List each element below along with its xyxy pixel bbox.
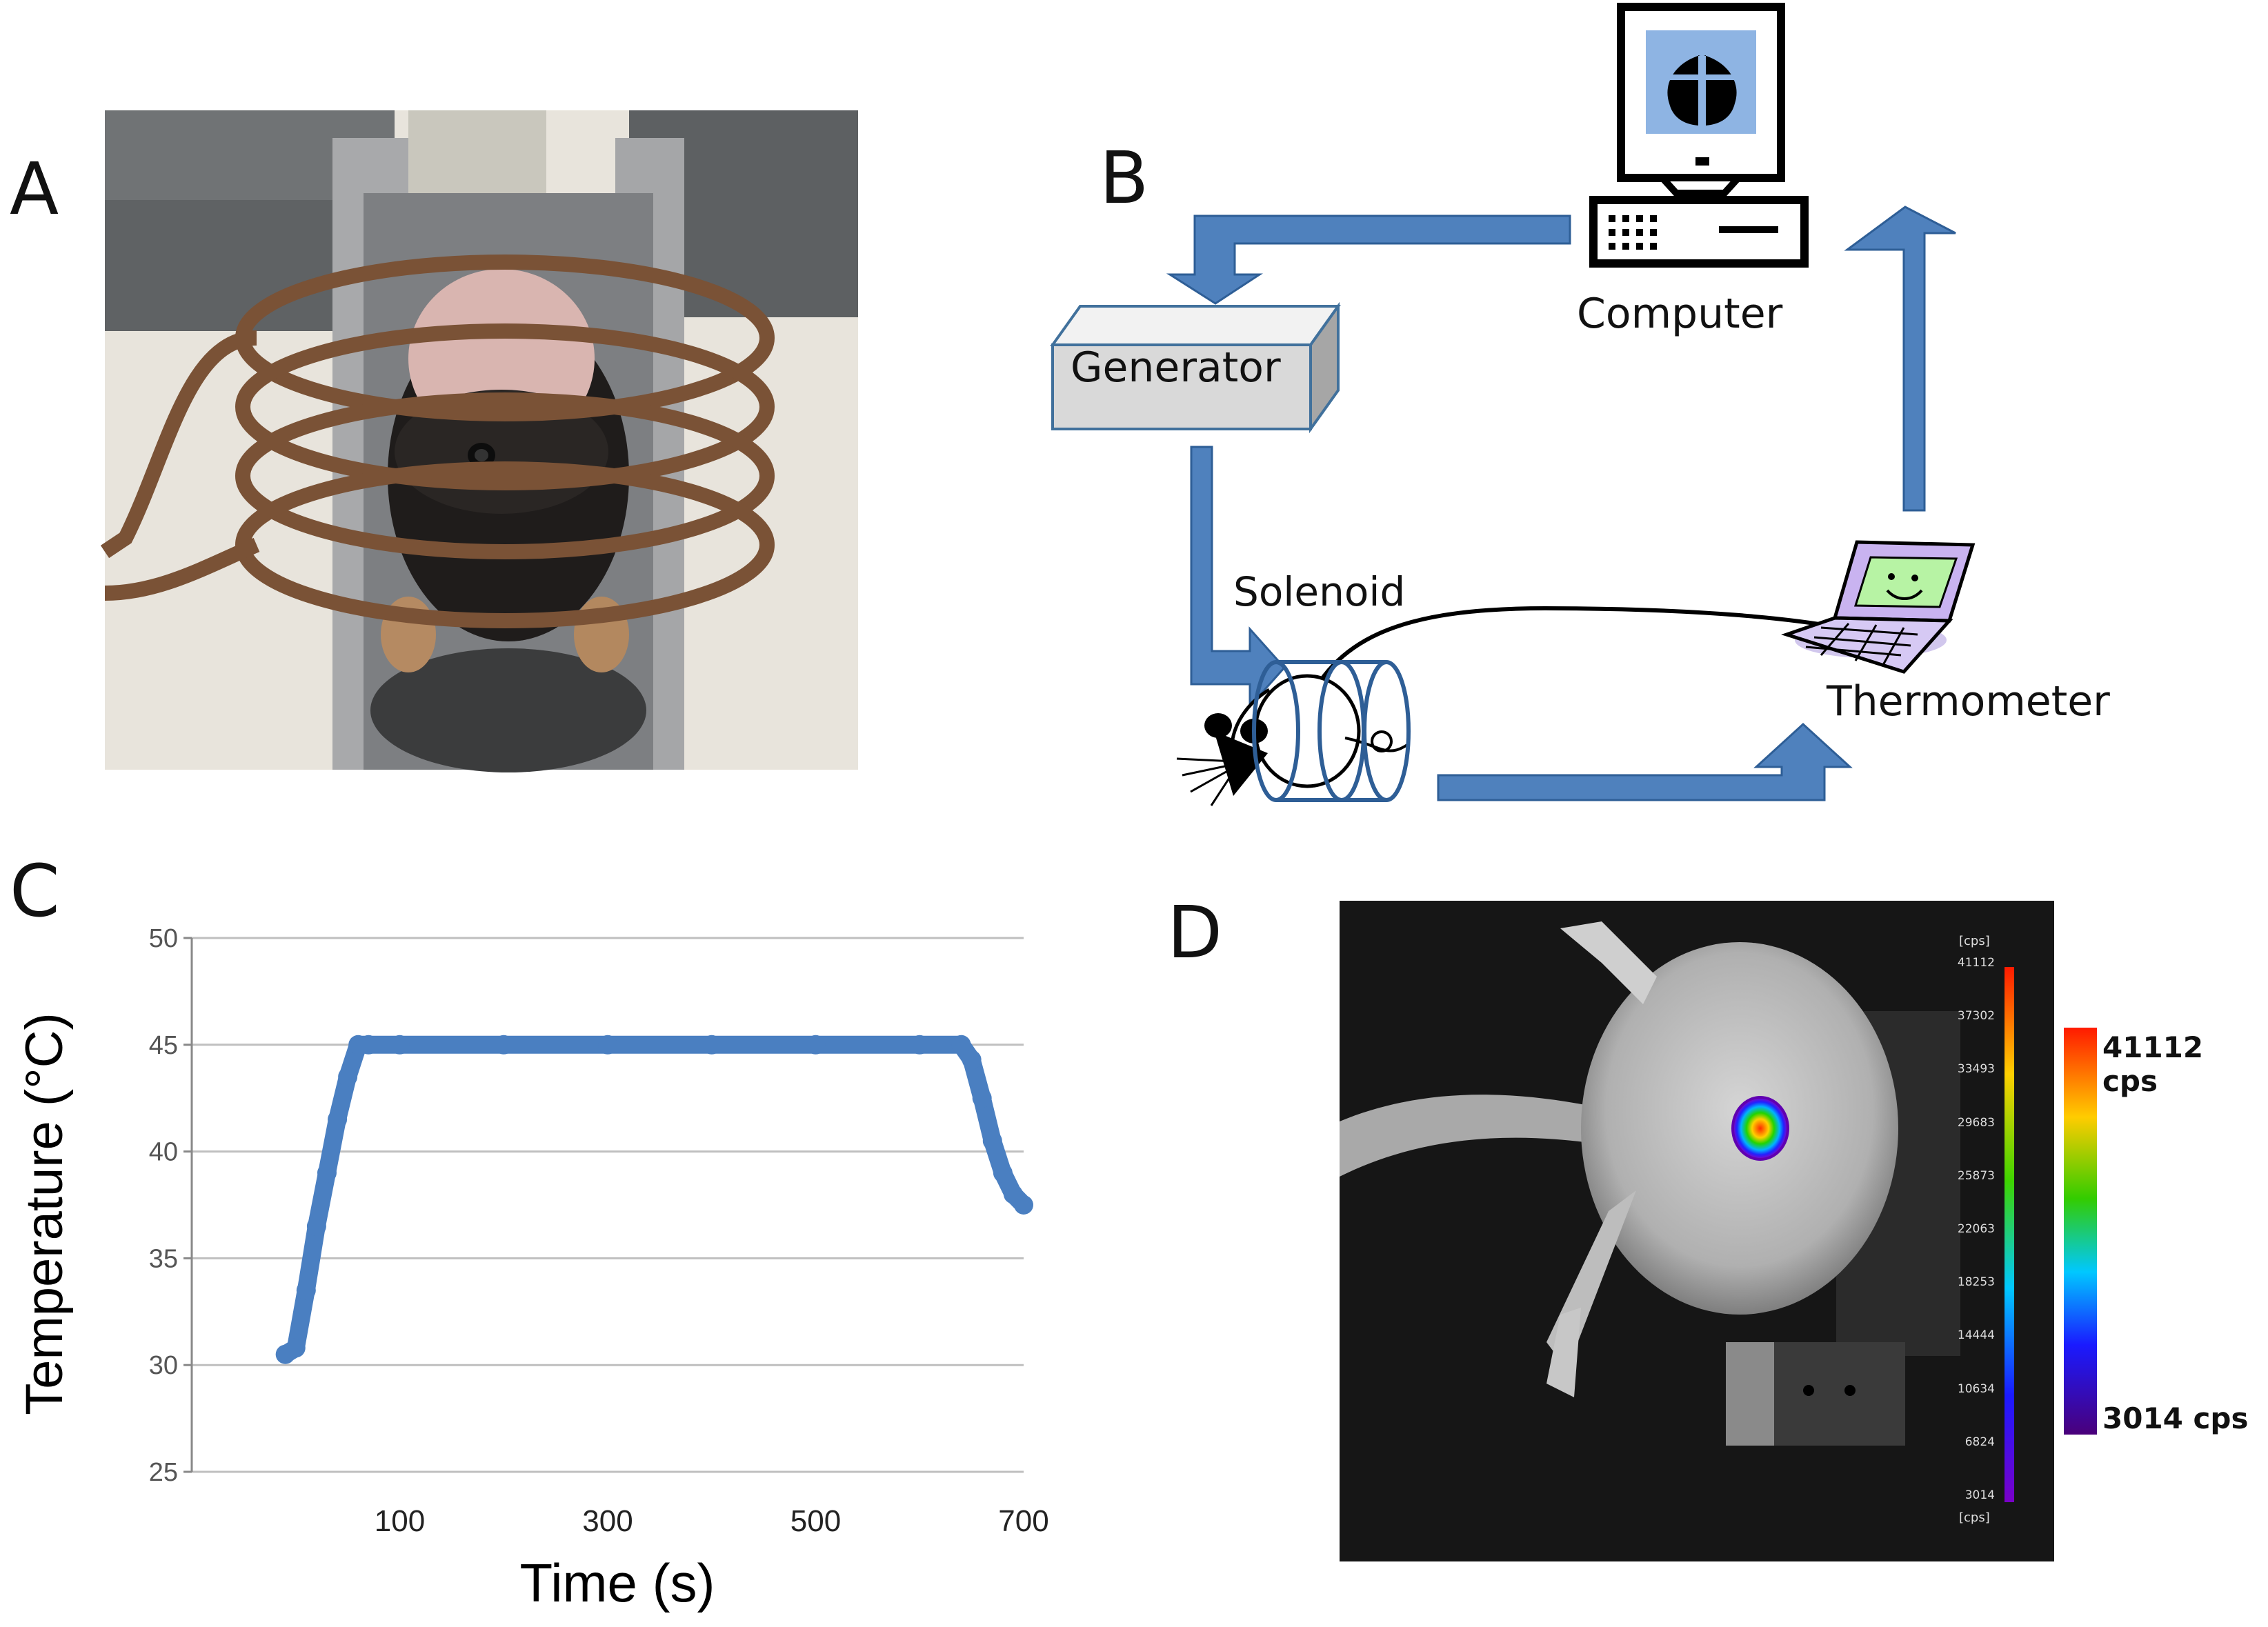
panel-a-label: A bbox=[10, 147, 59, 231]
flow-arrows bbox=[1166, 206, 1956, 801]
inner-scale-unit-bottom: [cps] bbox=[1959, 1510, 1990, 1525]
panel-d-label: D bbox=[1167, 890, 1223, 975]
chart-data-point bbox=[390, 1035, 410, 1055]
chart-x-tick-label: 100 bbox=[375, 1504, 425, 1538]
panel-a-photo bbox=[100, 110, 858, 772]
chart-y-tick-label: 50 bbox=[149, 924, 178, 953]
computer-to-generator-arrow bbox=[1166, 214, 1571, 305]
inner-scale-tick-label: 10634 bbox=[1957, 1381, 1995, 1396]
chart-data-point bbox=[494, 1035, 514, 1055]
generator-to-solenoid-arrow bbox=[1190, 446, 1286, 709]
inner-color-scale bbox=[2005, 967, 2014, 1502]
chart-data-point bbox=[910, 1035, 930, 1055]
inner-scale-tick-label: 33493 bbox=[1957, 1062, 1995, 1077]
chart-y-label: Temperature (°C) bbox=[15, 1012, 74, 1415]
chart-y-tick-label: 35 bbox=[149, 1244, 178, 1273]
chart-y-ticks: 25 30 35 40 45 50 bbox=[149, 924, 192, 1487]
chart-data-point bbox=[317, 1163, 337, 1183]
chart-x-ticks: 100 300 500 700 bbox=[375, 1504, 1049, 1538]
inner-scale-tick-label: 3014 bbox=[1964, 1488, 1995, 1502]
chart-x-tick-label: 500 bbox=[790, 1504, 841, 1538]
scale-max-label: 41112 cps bbox=[2102, 1030, 2204, 1098]
chart-x-label: Time (s) bbox=[519, 1553, 715, 1613]
computer-icon bbox=[1589, 3, 1809, 268]
chart-y-tick-label: 30 bbox=[149, 1351, 178, 1380]
inner-scale-tick-label: 14444 bbox=[1957, 1328, 1995, 1343]
thermometer-cable bbox=[1302, 606, 1871, 712]
laptop-icon bbox=[1781, 540, 1976, 674]
inner-scale-tick-label: 18253 bbox=[1957, 1275, 1995, 1290]
chart-data-point bbox=[286, 1338, 306, 1358]
chart-data-point bbox=[1014, 1195, 1033, 1215]
chart-data-point bbox=[296, 1280, 316, 1300]
generator-label: Generator bbox=[1071, 343, 1281, 392]
inner-scale-tick-label: 25873 bbox=[1957, 1168, 1995, 1183]
chart-y-tick-label: 45 bbox=[149, 1031, 178, 1060]
chart-data-point bbox=[328, 1110, 348, 1130]
inner-scale-tick-label: 29683 bbox=[1957, 1115, 1995, 1130]
chart-series-line bbox=[276, 1035, 1033, 1364]
chart-y-tick-label: 40 bbox=[149, 1138, 178, 1167]
chart-data-point bbox=[972, 1088, 992, 1108]
chart-data-point bbox=[993, 1163, 1013, 1183]
chart-x-tick-label: 300 bbox=[582, 1504, 633, 1538]
panel-b-label: B bbox=[1100, 136, 1149, 220]
solenoid-mouse-icon bbox=[1176, 660, 1411, 806]
panel-c-label: C bbox=[10, 849, 60, 933]
thermometer-to-computer-arrow bbox=[1844, 206, 1956, 512]
chart-x-tick-label: 700 bbox=[998, 1504, 1048, 1538]
chart-data-point bbox=[962, 1050, 982, 1070]
solenoid-to-thermometer-arrow bbox=[1437, 722, 1853, 801]
chart-data-point bbox=[306, 1216, 326, 1236]
scale-min-label: 3014 cps bbox=[2102, 1401, 2249, 1435]
chart-data-point bbox=[598, 1035, 617, 1055]
chart-data-point bbox=[359, 1035, 379, 1055]
panel-d-image bbox=[1340, 901, 2054, 1561]
chart-series-points bbox=[275, 1035, 1033, 1364]
inner-scale-tick-label: 41112 bbox=[1957, 956, 1995, 970]
inner-scale-tick-label: 37302 bbox=[1957, 1009, 1995, 1024]
thermometer-label: Thermometer bbox=[1827, 677, 2110, 726]
inner-scale-tick-label: 6824 bbox=[1964, 1435, 1995, 1449]
chart-y-tick-label: 25 bbox=[149, 1458, 178, 1487]
color-scale-bar bbox=[2064, 1028, 2097, 1435]
computer-label: Computer bbox=[1577, 290, 1783, 338]
chart-data-point bbox=[702, 1035, 722, 1055]
generator-box-icon bbox=[1050, 301, 1341, 434]
chart-data-point bbox=[806, 1035, 826, 1055]
chart-data-point bbox=[338, 1067, 358, 1087]
chart-data-point bbox=[951, 1035, 971, 1055]
inner-scale-tick-label: 22063 bbox=[1957, 1222, 1995, 1236]
solenoid-label: Solenoid bbox=[1233, 568, 1406, 615]
inner-scale-unit-top: [cps] bbox=[1959, 934, 1990, 948]
chart-data-point bbox=[982, 1131, 1002, 1151]
